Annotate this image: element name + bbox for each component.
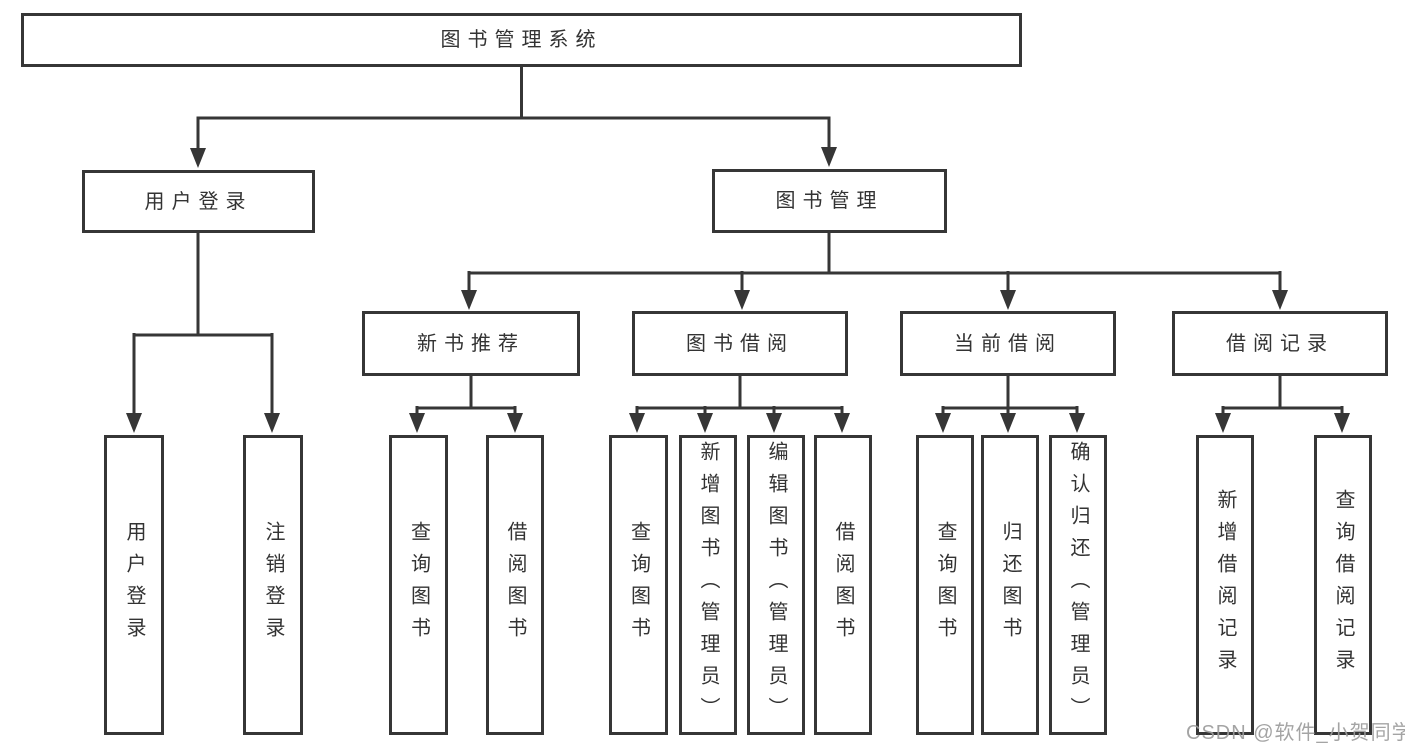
node-logout: 注销登录 — [243, 435, 303, 735]
connector-root — [196, 67, 831, 150]
node-label: 查询图书 — [627, 521, 650, 649]
node-confirm-return-admin: 确认归还（管理员） — [1049, 435, 1107, 735]
connector-user-login-branch — [132, 233, 274, 414]
connector-book-borrow-branch — [635, 376, 844, 415]
node-book-borrowing: 图书借阅 — [632, 311, 848, 376]
arrowheads — [126, 147, 1350, 433]
node-add-book-admin: 新增图书（管理员） — [679, 435, 737, 735]
node-label: 注销登录 — [262, 521, 284, 649]
node-label: 图书管理系统 — [440, 29, 603, 51]
node-user-login-group: 用户登录 — [82, 170, 315, 233]
node-label: 查询图书 — [934, 521, 956, 649]
node-label: 用户登录 — [144, 190, 253, 213]
node-label: 当前借阅 — [954, 332, 1062, 355]
node-new-book-recommend: 新书推荐 — [362, 311, 580, 376]
node-borrow-books-borrowing: 借阅图书 — [814, 435, 872, 735]
node-user-login: 用户登录 — [104, 435, 164, 735]
connector-current-borrow-branch — [941, 376, 1079, 415]
node-label: 归还图书 — [999, 521, 1021, 649]
node-label: 图书借阅 — [686, 332, 794, 355]
node-edit-book-admin: 编辑图书（管理员） — [747, 435, 805, 735]
connector-book-mgmt-branch — [467, 233, 1282, 291]
node-return-book: 归还图书 — [981, 435, 1039, 735]
node-label: 新书推荐 — [417, 332, 525, 355]
node-label: 查询借阅记录 — [1332, 489, 1354, 681]
csdn-watermark: CSDN @软件_小贺同学 — [1186, 722, 1405, 744]
node-label: 借阅图书 — [832, 521, 854, 649]
node-borrowing-records: 借阅记录 — [1172, 311, 1388, 376]
node-label: 借阅记录 — [1226, 332, 1334, 355]
node-label: 图书管理 — [775, 190, 884, 212]
node-label: 用户登录 — [123, 521, 145, 649]
connector-new-book-branch — [415, 376, 517, 415]
node-label: 确认归还（管理员） — [1067, 441, 1089, 729]
node-add-borrow-record: 新增借阅记录 — [1196, 435, 1254, 735]
node-query-books-current: 查询图书 — [916, 435, 974, 735]
node-label: 新增借阅记录 — [1214, 489, 1236, 681]
node-query-books-recommend: 查询图书 — [389, 435, 448, 735]
node-label: 查询图书 — [407, 521, 430, 649]
node-query-borrow-record: 查询借阅记录 — [1314, 435, 1372, 735]
node-label: 借阅图书 — [504, 521, 526, 649]
node-label: 编辑图书（管理员） — [765, 441, 787, 729]
node-label: 新增图书（管理员） — [697, 441, 719, 729]
connector-borrow-record-branch — [1221, 376, 1344, 415]
node-current-borrowing: 当前借阅 — [900, 311, 1116, 376]
node-library-system: 图书管理系统 — [21, 13, 1022, 67]
node-borrow-books-recommend: 借阅图书 — [486, 435, 544, 735]
node-query-books-borrowing: 查询图书 — [609, 435, 668, 735]
node-book-management: 图书管理 — [712, 169, 947, 233]
